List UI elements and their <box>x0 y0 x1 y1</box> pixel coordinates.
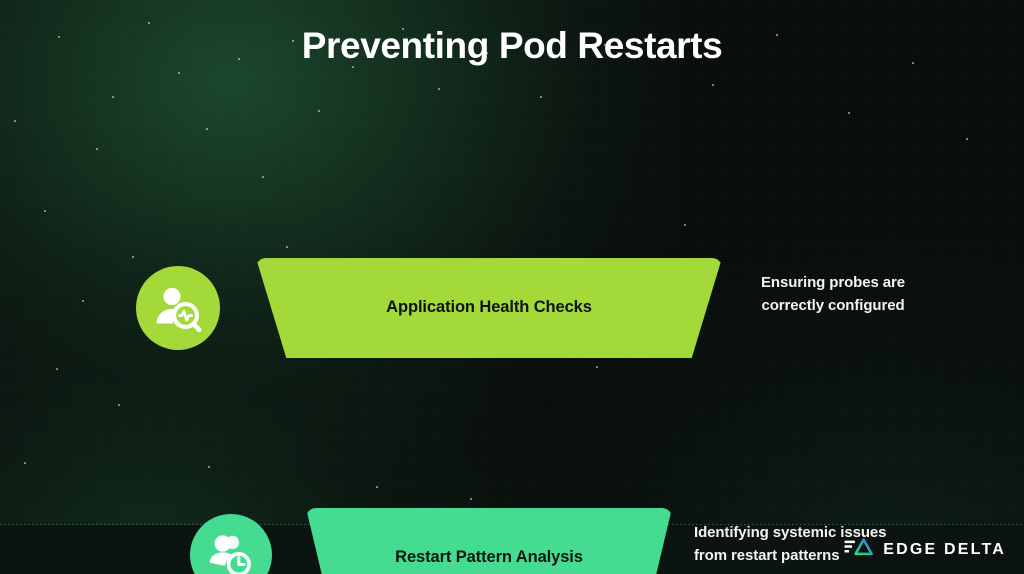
edge-delta-logo-icon <box>844 536 874 563</box>
banner-label: Restart Pattern Analysis <box>395 548 583 567</box>
row-observability-integration: Observability Integration Combining data… <box>0 374 1024 474</box>
row-description-restart-pattern-analysis: Identifying systemic issues from restart… <box>694 524 887 564</box>
banner-label: Application Health Checks <box>386 298 592 317</box>
banner-restart-pattern-analysis[interactable]: Restart Pattern Analysis <box>306 508 672 574</box>
edge-delta-brand: EDGE DELTA <box>844 536 1006 563</box>
users-clock-icon <box>190 514 272 574</box>
page-title: Preventing Pod Restarts <box>301 25 723 66</box>
row-application-health-checks: Application Health Checks Ensuring probe… <box>0 128 1024 358</box>
brand-name: EDGE DELTA <box>883 540 1006 558</box>
